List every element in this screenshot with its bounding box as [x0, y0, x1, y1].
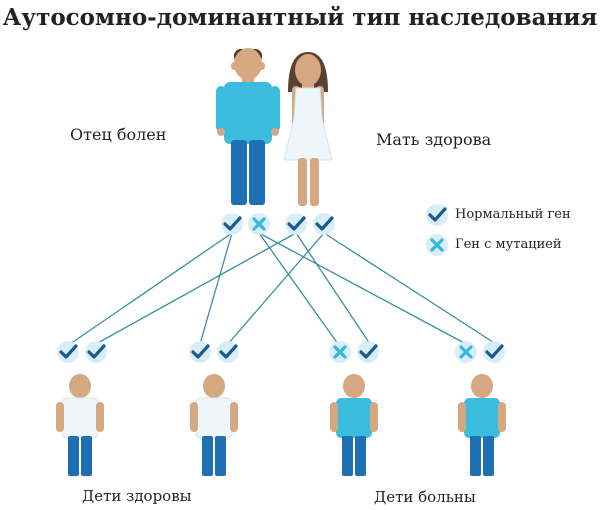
mother-figure	[283, 52, 333, 206]
child-figure-4	[458, 374, 506, 476]
check-icon	[285, 213, 307, 235]
cross-icon	[329, 341, 351, 363]
inheritance-line	[258, 232, 339, 345]
children-sick-label: Дети больны	[374, 488, 476, 506]
check-icon	[357, 341, 379, 363]
legend-cross-icon	[426, 234, 448, 256]
legend-normal-gene: Нормальный ген	[455, 207, 571, 222]
mother-label: Мать здорова	[376, 130, 492, 149]
inheritance-line	[295, 232, 371, 345]
cross-icon	[455, 341, 477, 363]
check-icon	[189, 341, 211, 363]
inheritance-line	[95, 232, 297, 345]
check-icon	[85, 341, 107, 363]
children-healthy-label: Дети здоровы	[82, 487, 192, 505]
child-figure-3	[330, 374, 378, 476]
child-figure-1	[56, 374, 104, 476]
inheritance-line	[69, 232, 233, 345]
diagram-title: Аутосомно-доминантный тип наследования	[2, 4, 598, 31]
check-icon	[57, 341, 79, 363]
check-icon	[483, 341, 505, 363]
legend-mutated-gene: Ген с мутацией	[455, 237, 562, 252]
check-icon	[313, 213, 335, 235]
inheritance-line	[199, 232, 233, 345]
legend-check-icon	[426, 204, 448, 226]
father-label: Отец болен	[70, 125, 167, 144]
inheritance-line	[258, 232, 467, 345]
child-figure-2	[190, 374, 238, 476]
inheritance-line	[323, 232, 497, 345]
cross-icon	[248, 213, 270, 235]
inheritance-line	[227, 232, 325, 345]
inheritance-lines	[69, 232, 497, 345]
father-figure	[216, 48, 280, 205]
check-icon	[221, 213, 243, 235]
check-icon	[217, 341, 239, 363]
